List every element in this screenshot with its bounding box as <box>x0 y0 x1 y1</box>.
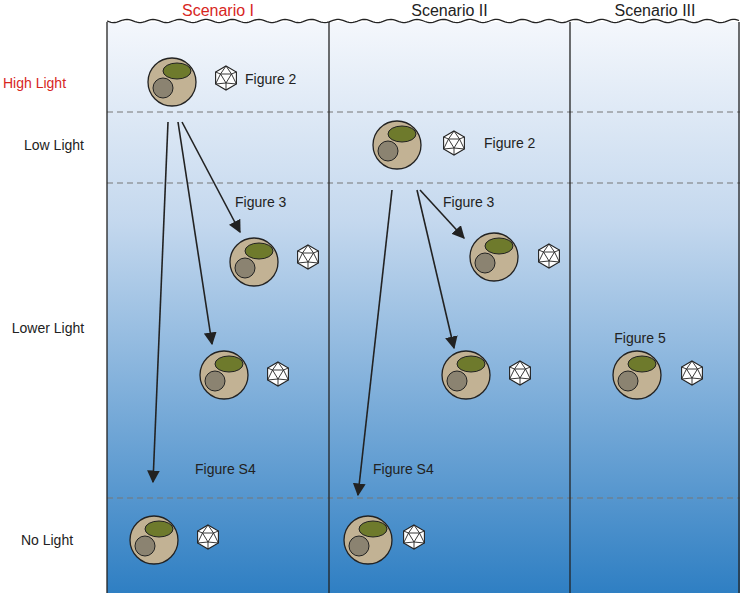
figure-reference: Figure S4 <box>195 461 256 477</box>
scenario-heading: Scenario I <box>107 0 329 20</box>
transfer-arrows <box>153 122 464 495</box>
depth-dividers <box>107 112 740 498</box>
figure-reference: Figure S4 <box>373 461 434 477</box>
figure-reference: Figure 3 <box>235 194 286 210</box>
water-surface <box>107 19 739 22</box>
scenario-heading: Scenario II <box>329 0 570 20</box>
figure-reference: Figure 2 <box>484 135 535 151</box>
figure-reference: Figure 5 <box>614 330 665 346</box>
scenario-column: Scenario II <box>329 0 570 593</box>
figure-reference: Figure 3 <box>443 194 494 210</box>
virus-particles <box>198 66 703 549</box>
light-level: Low Light <box>24 137 84 153</box>
scenario-heading: Scenario III <box>570 0 740 20</box>
water-column <box>107 22 740 593</box>
figure-reference: Figure 2 <box>245 71 296 87</box>
column-borders <box>107 22 739 593</box>
light-level: High Light <box>3 75 66 91</box>
scenario-column: Scenario I <box>107 0 329 593</box>
light-level: Lower Light <box>12 320 84 336</box>
scenario-column: Scenario III <box>570 0 740 593</box>
light-level: No Light <box>21 532 73 548</box>
algal-cells <box>130 58 661 564</box>
